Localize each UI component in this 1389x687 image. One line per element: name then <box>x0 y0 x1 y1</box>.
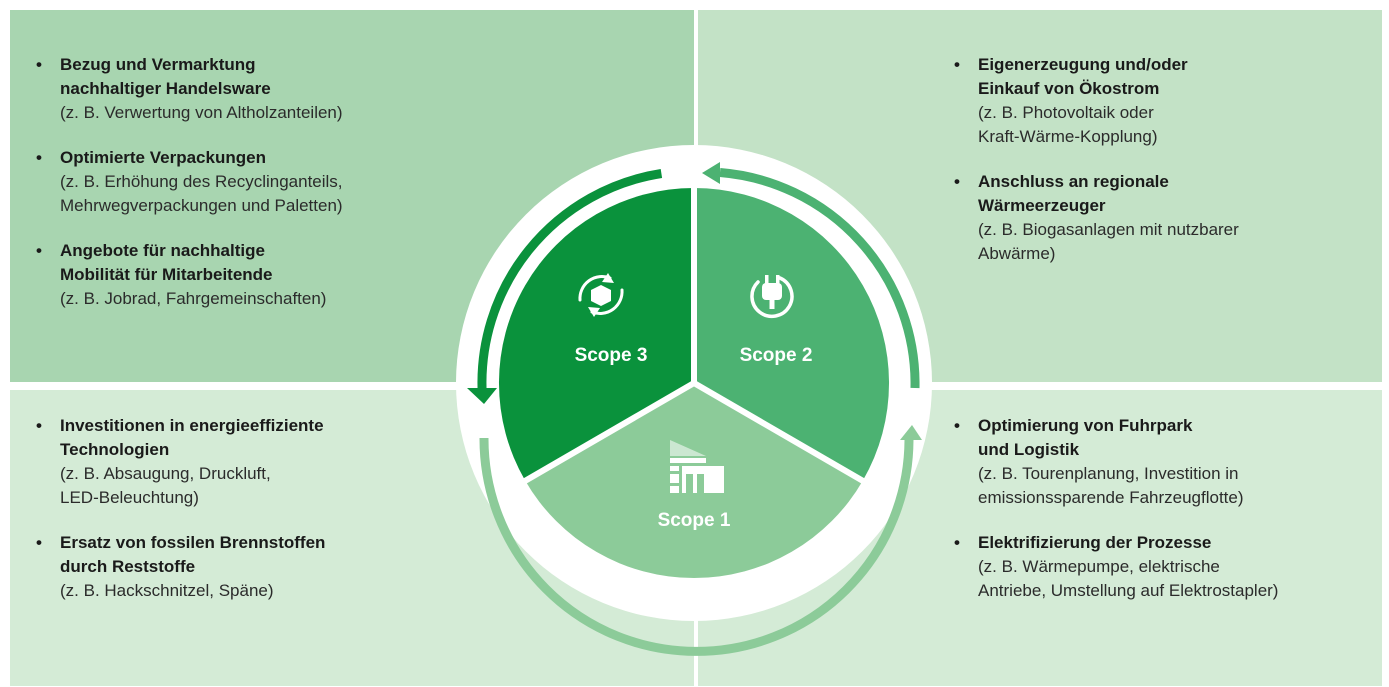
measure-example: (z. B. Verwertung von Altholzanteilen) <box>60 103 343 122</box>
measure-title: Optimierung von Fuhrpark <box>978 416 1193 435</box>
measure-example: (z. B. Tourenplanung, Investition in <box>978 464 1239 483</box>
measure-title: Eigenerzeugung und/oder <box>978 55 1188 74</box>
measure-title: Einkauf von Ökostrom <box>978 79 1160 98</box>
measure-example: (z. B. Biogasanlagen mit nutzbarer <box>978 220 1239 239</box>
list-item: • Anschluss an regionale Wärmeerzeuger (z… <box>954 170 1374 266</box>
measure-example: (z. B. Erhöhung des Recyclinganteils, <box>60 172 343 191</box>
measure-title: durch Reststoffe <box>60 557 196 576</box>
list-item: • Elektrifizierung der Prozesse (z. B. Wä… <box>954 531 1374 603</box>
measure-title: Investitionen in energieeffiziente <box>60 416 324 435</box>
list-item: • Ersatz von fossilen Brennstoffen durch … <box>36 531 456 603</box>
bullet: • <box>36 148 42 167</box>
bullet: • <box>36 55 42 74</box>
arrow-arc-scope3 <box>477 169 663 396</box>
measure-title: nachhaltiger Handelsware <box>60 79 271 98</box>
bullet: • <box>954 416 960 435</box>
measure-example: (z. B. Photovoltaik oder <box>978 103 1154 122</box>
measure-title: Bezug und Vermarktung <box>60 55 256 74</box>
list-item: • Optimierung von Fuhrpark und Logistik (… <box>954 414 1374 510</box>
scope1-measures-list-right: • Optimierung von Fuhrpark und Logistik (… <box>954 414 1374 624</box>
measure-title: Optimierte Verpackungen <box>60 148 266 167</box>
measure-example: (z. B. Absaugung, Druckluft, <box>60 464 271 483</box>
scope3-measures-list: • Bezug und Vermarktung nachhaltiger Hand… <box>36 53 456 332</box>
measure-example: (z. B. Jobrad, Fahrgemeinschaften) <box>60 289 327 308</box>
measure-title: Elektrifizierung der Prozesse <box>978 533 1212 552</box>
bullet: • <box>954 55 960 74</box>
measure-title: Angebote für nachhaltige <box>60 241 265 260</box>
measure-title: Ersatz von fossilen Brennstoffen <box>60 533 326 552</box>
list-item: • Angebote für nachhaltige Mobilität für … <box>36 239 456 311</box>
segment-scope3 <box>498 188 694 481</box>
bullet: • <box>36 533 42 552</box>
factory-icon <box>670 440 724 493</box>
measure-example: emissionssparende Fahrzeugflotte) <box>978 488 1244 507</box>
measure-title: Anschluss an regionale <box>978 172 1169 191</box>
scope2-measures-list: • Eigenerzeugung und/oder Einkauf von Öko… <box>954 53 1374 287</box>
scope1-measures-list-left: • Investitionen in energieeffiziente Tech… <box>36 414 456 624</box>
scope2-label: Scope 2 <box>740 345 813 366</box>
recycle-box-icon <box>578 273 624 317</box>
list-item: • Investitionen in energieeffiziente Tech… <box>36 414 456 510</box>
bullet: • <box>36 416 42 435</box>
measure-title: und Logistik <box>978 440 1080 459</box>
arrow-head-scope1 <box>900 425 922 440</box>
measure-example: (z. B. Wärmepumpe, elektrische <box>978 557 1220 576</box>
bullet: • <box>36 241 42 260</box>
measure-example: Mehrwegverpackungen und Paletten) <box>60 196 343 215</box>
scope1-label: Scope 1 <box>658 510 731 531</box>
measure-example: Abwärme) <box>978 244 1056 263</box>
measure-title: Wärmeerzeuger <box>978 196 1106 215</box>
list-item: • Optimierte Verpackungen (z. B. Erhöhung… <box>36 146 456 218</box>
arrow-head-scope2 <box>702 162 720 184</box>
arrow-head-scope3 <box>467 388 497 404</box>
power-plug-icon <box>750 275 794 319</box>
measure-title: Mobilität für Mitarbeitende <box>60 265 273 284</box>
arrow-arc-scope2 <box>719 168 920 389</box>
arrow-arc-scope1 <box>479 437 914 656</box>
measure-title: Technologien <box>60 440 170 459</box>
measure-example: LED-Beleuchtung) <box>60 488 199 507</box>
segment-scope2 <box>694 188 890 481</box>
bullet: • <box>954 533 960 552</box>
scope3-label: Scope 3 <box>575 345 648 366</box>
list-item: • Bezug und Vermarktung nachhaltiger Hand… <box>36 53 456 125</box>
measure-example: Antriebe, Umstellung auf Elektrostapler) <box>978 581 1279 600</box>
list-item: • Eigenerzeugung und/oder Einkauf von Öko… <box>954 53 1374 149</box>
measure-example: Kraft-Wärme-Kopplung) <box>978 127 1158 146</box>
segment-dividers <box>516 180 872 488</box>
bullet: • <box>954 172 960 191</box>
measure-example: (z. B. Hackschnitzel, Späne) <box>60 581 274 600</box>
